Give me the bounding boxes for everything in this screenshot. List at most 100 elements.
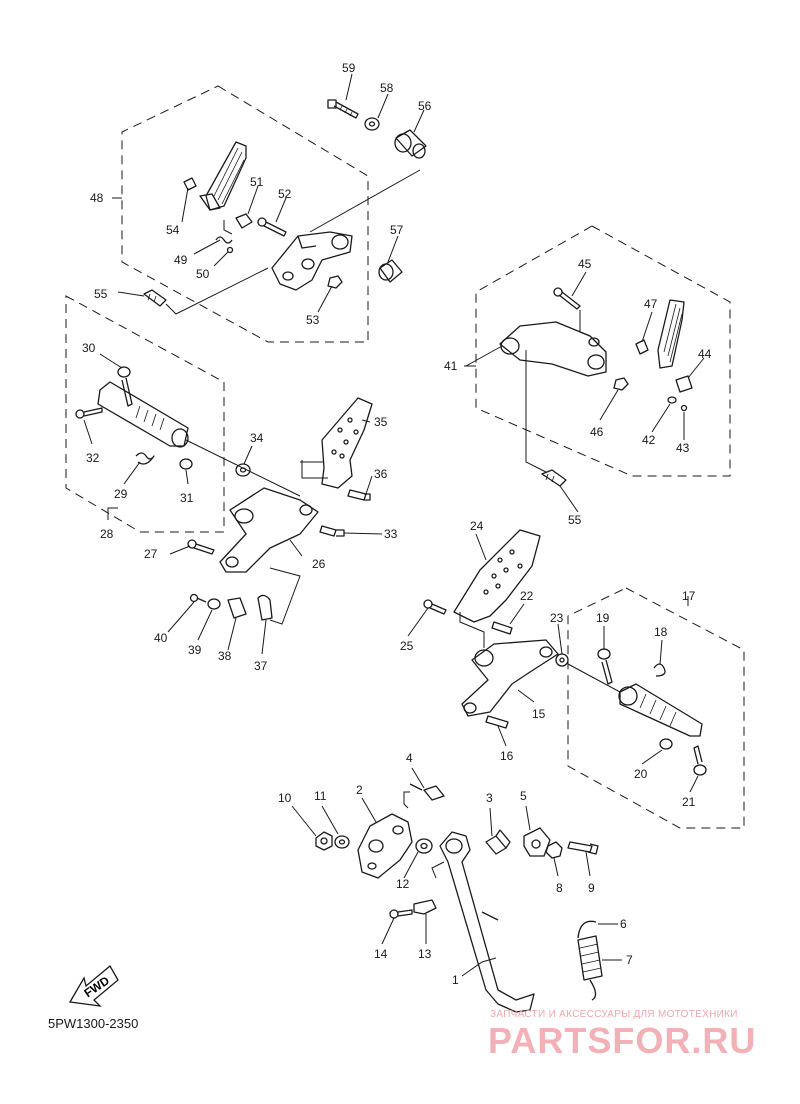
part-38-block [227, 597, 247, 619]
rear-left-footpeg [199, 141, 247, 211]
part-30-bolt [117, 366, 133, 407]
callout-53: 53 [306, 313, 320, 327]
fwd-arrow-icon: FWD [68, 965, 119, 1007]
part-19-bolt [597, 648, 613, 685]
callout-43: 43 [676, 441, 690, 455]
part-2-bracket [357, 813, 413, 879]
part-18-spring [653, 663, 666, 677]
part-3-collar [485, 829, 511, 855]
part-12-washer [415, 838, 433, 854]
callout-36: 36 [374, 467, 388, 481]
group-28-bracket [107, 507, 118, 520]
part-55-bolt-right [541, 469, 567, 487]
part-56-bushing [394, 129, 427, 159]
callout-55-left: 55 [94, 287, 108, 301]
callout-35: 35 [374, 415, 388, 429]
callout-14: 14 [374, 947, 388, 961]
part-11-washer [334, 835, 350, 849]
callout-19: 19 [596, 611, 610, 625]
leader-lines [83, 73, 705, 977]
part-54-pin [183, 177, 197, 191]
callout-2: 2 [356, 783, 363, 797]
callout-33: 33 [384, 527, 398, 541]
part-46-nut [613, 377, 629, 391]
callout-32: 32 [86, 451, 100, 465]
part-13-switch-clip [413, 899, 437, 915]
callout-25: 25 [400, 639, 414, 653]
part-32-bolt [75, 407, 103, 419]
callout-7: 7 [626, 953, 633, 967]
part-29-spring [135, 452, 155, 465]
part-4-bolt [409, 783, 445, 801]
part-14-bolt [389, 909, 413, 919]
callout-52: 52 [278, 187, 292, 201]
part-6-spring-hook [577, 920, 597, 939]
watermark-tagline: ЗАПЧАСТИ И АКСЕССУАРЫ ДЛЯ МОТОТЕХНИКИ [490, 1009, 738, 1020]
callout-11: 11 [314, 789, 327, 803]
callout-45: 45 [578, 257, 592, 271]
part-58-washer [364, 117, 380, 131]
callout-39: 39 [188, 643, 202, 657]
part-33-bolt [319, 525, 345, 537]
part-39-washer [207, 598, 221, 610]
watermark-brand: PARTSFOR.RU [488, 1020, 757, 1061]
callout-46: 46 [590, 425, 604, 439]
part-15-bracket [461, 639, 559, 717]
part-8-nut [545, 841, 563, 859]
part-35-heel-guard [321, 397, 373, 489]
callout-23: 23 [550, 611, 564, 625]
callout-58: 58 [380, 81, 394, 95]
callout-41: 41 [444, 359, 458, 373]
callout-50: 50 [196, 267, 210, 281]
front-right-footpeg [618, 683, 703, 737]
callout-16: 16 [500, 749, 514, 763]
part-53-nut [327, 275, 343, 289]
part-23-washer [555, 653, 569, 667]
part-49-spring [215, 236, 233, 244]
callout-24: 24 [470, 519, 484, 533]
part-25-bolt [423, 599, 447, 615]
callout-55-right: 55 [568, 513, 582, 527]
callout-21: 21 [682, 795, 696, 809]
callout-57: 57 [390, 223, 404, 237]
part-31-washer [179, 458, 193, 470]
part-16-bolt [485, 715, 509, 729]
part-36-bolt [347, 489, 371, 501]
part-22-bolt [491, 621, 513, 635]
part-51-block [235, 213, 253, 229]
callout-42: 42 [642, 433, 656, 447]
part-20-washer [659, 738, 673, 750]
callout-59: 59 [342, 61, 356, 75]
part-43-ball [680, 404, 688, 412]
part-27-bolt [187, 539, 215, 555]
callout-8: 8 [556, 881, 563, 895]
part-37-clip [257, 594, 273, 621]
callout-38: 38 [218, 649, 232, 663]
part-7-spring [577, 935, 603, 1001]
callout-labels: 1 2 3 4 5 6 7 8 9 10 11 12 13 14 15 16 1… [82, 61, 712, 987]
rear-right-footpeg [657, 299, 685, 369]
front-left-footpeg [97, 381, 189, 448]
part-10-nut [315, 831, 333, 851]
callout-51: 51 [250, 175, 264, 189]
part-21-bolt [693, 745, 707, 776]
callout-54: 54 [166, 223, 180, 237]
part-55-bolt-left [143, 289, 167, 307]
callout-27: 27 [144, 547, 158, 561]
callout-1: 1 [452, 973, 459, 987]
part-47-pin [635, 339, 649, 355]
part-59-bolt [327, 99, 359, 119]
part-45-bolt [553, 287, 581, 310]
callout-56: 56 [418, 99, 432, 113]
part-57-bushing [378, 259, 403, 283]
callout-48: 48 [90, 191, 104, 205]
callout-40: 40 [154, 631, 168, 645]
part-24-heel-guard [453, 529, 541, 623]
callout-31: 31 [180, 491, 194, 505]
callout-4: 4 [406, 751, 413, 765]
callout-15: 15 [532, 707, 546, 721]
part-5-bracket [523, 827, 551, 857]
callout-10: 10 [278, 791, 292, 805]
callout-5: 5 [520, 789, 527, 803]
